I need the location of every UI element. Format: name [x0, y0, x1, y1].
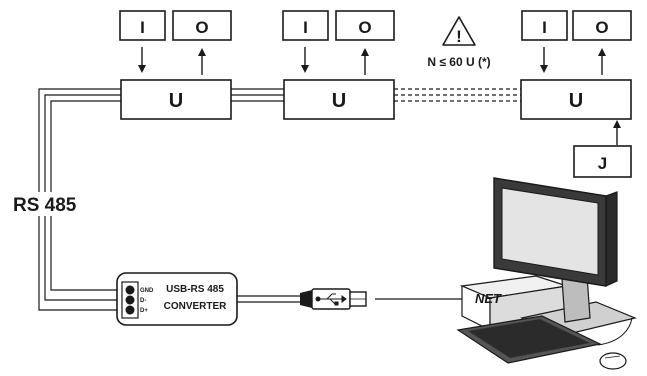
- terminal-d-minus: [125, 295, 135, 305]
- monitor-back: [605, 191, 618, 287]
- j-block: J: [573, 120, 632, 178]
- input-box: [282, 10, 329, 41]
- converter-body: [116, 272, 238, 326]
- unit-label: U: [569, 90, 583, 112]
- input-label: I: [542, 18, 547, 37]
- output-box: [572, 10, 632, 41]
- input-label: I: [140, 18, 145, 37]
- output-box: [172, 10, 232, 41]
- input-label: I: [303, 18, 308, 37]
- usb-icon: [315, 293, 347, 306]
- unit-label: U: [332, 90, 346, 112]
- output-box: [335, 10, 395, 41]
- output-label: O: [195, 18, 208, 37]
- unit-label: U: [169, 90, 183, 112]
- unit-box: [520, 79, 632, 120]
- bus-cable-dashed: [394, 88, 521, 102]
- usb-cable: [237, 288, 462, 310]
- output-label: O: [595, 18, 608, 37]
- warning-text: N ≤ 60 U (*): [427, 55, 490, 69]
- monitor-screen: [501, 187, 599, 276]
- mouse-cable: [597, 317, 633, 346]
- mouse: [599, 352, 627, 370]
- converter-title-line2: CONVERTER: [164, 301, 228, 312]
- usb-rs485-converter: GND D- D+ USB-RS 485 CONVERTER: [116, 272, 238, 326]
- terminal-gnd: [125, 285, 135, 295]
- unit-box: [120, 79, 232, 120]
- pin-label-gnd: GND: [140, 288, 154, 294]
- warning: ! N ≤ 60 U (*): [427, 16, 491, 69]
- pin-label-d-plus: D+: [140, 308, 148, 314]
- net-label: NET: [475, 291, 502, 306]
- unit-box: [283, 79, 395, 120]
- warning-symbol: !: [456, 27, 462, 46]
- output-label: O: [358, 18, 371, 37]
- j-box: [573, 145, 632, 178]
- usb-strain-relief: [300, 290, 312, 308]
- bus-label: RS 485: [13, 195, 77, 216]
- mouse-button-line: [604, 355, 621, 359]
- warning-triangle-icon: [442, 16, 476, 46]
- bus-cable-solid: [231, 88, 284, 102]
- terminal-d-plus: [125, 305, 135, 315]
- converter-title-line1: USB-RS 485: [166, 284, 224, 295]
- input-box: [119, 10, 166, 41]
- keyboard-keys: [467, 318, 591, 359]
- j-label: J: [598, 154, 607, 173]
- computer: NET: [456, 177, 637, 370]
- io-group-1: I O U: [119, 10, 232, 120]
- pin-label-d-minus: D-: [140, 298, 146, 304]
- io-group-2: I O U: [282, 10, 395, 120]
- input-box: [521, 10, 568, 41]
- io-group-3: I O U: [520, 10, 632, 120]
- bus-label-background: [8, 192, 94, 216]
